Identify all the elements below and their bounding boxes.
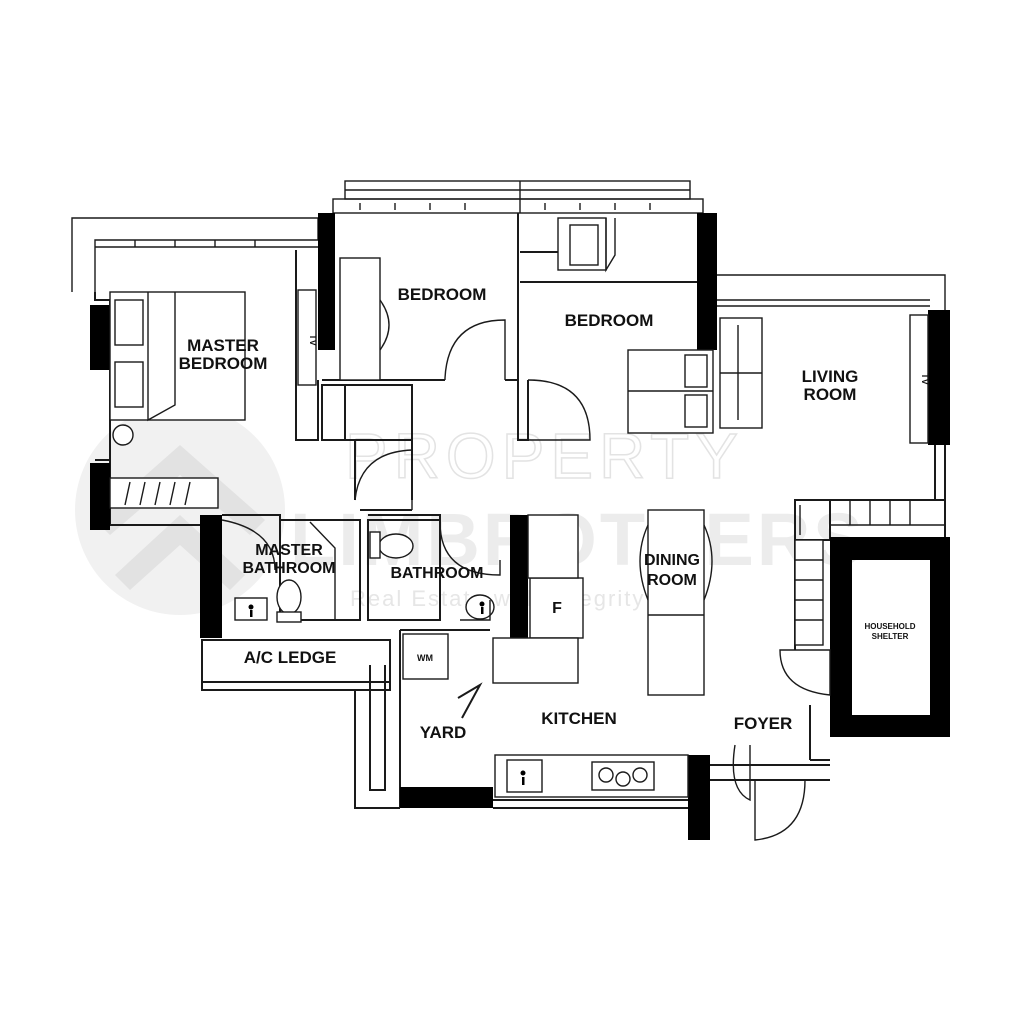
label-living-room-2: ROOM bbox=[804, 385, 857, 404]
watermark-tagline: Real Estate with Integrity bbox=[350, 586, 645, 611]
bathroom-toilet bbox=[378, 533, 414, 559]
label-household-shelter-2: SHELTER bbox=[872, 632, 909, 641]
label-bedroom-2: BEDROOM bbox=[565, 311, 654, 330]
dining-table bbox=[647, 509, 705, 696]
label-washing-machine: WM bbox=[417, 653, 433, 663]
bedroom1-door bbox=[444, 319, 506, 380]
bathroom-sink bbox=[465, 594, 495, 620]
label-tv-living: TV bbox=[920, 373, 930, 385]
doors bbox=[221, 319, 831, 841]
label-dining-room-2: ROOM bbox=[647, 572, 697, 589]
label-yard: YARD bbox=[420, 723, 467, 742]
label-master-bedroom-2: BEDROOM bbox=[179, 354, 268, 373]
label-bedroom-1: BEDROOM bbox=[398, 285, 487, 304]
label-master-bathroom-2: BATHROOM bbox=[242, 560, 335, 577]
main-door-right bbox=[754, 779, 806, 841]
master-nightstand-lamp bbox=[112, 424, 134, 446]
label-ac-ledge: A/C LEDGE bbox=[244, 648, 337, 667]
washing-machine bbox=[402, 633, 449, 680]
master-toilet bbox=[276, 579, 302, 615]
label-master-bathroom-1: MASTER bbox=[255, 542, 323, 559]
label-dining-room-1: DINING bbox=[644, 552, 700, 569]
master-wardrobe bbox=[109, 477, 219, 509]
kitchen-sink bbox=[506, 759, 543, 793]
furniture bbox=[109, 217, 945, 798]
room-labels: MASTER BEDROOM BEDROOM BEDROOM LIVING RO… bbox=[179, 285, 916, 742]
label-kitchen: KITCHEN bbox=[541, 709, 617, 728]
label-foyer: FOYER bbox=[734, 714, 793, 733]
label-household-shelter-1: HOUSEHOLD bbox=[864, 622, 915, 631]
structural-walls bbox=[90, 213, 950, 840]
window-strips bbox=[71, 180, 946, 310]
bedroom1-desk bbox=[339, 257, 381, 381]
label-bathroom: BATHROOM bbox=[390, 565, 483, 582]
main-door-left bbox=[732, 744, 751, 802]
bedroom2-door bbox=[527, 379, 591, 441]
fixture-labels: TV TV F WM bbox=[308, 334, 930, 663]
label-fridge: F bbox=[552, 600, 562, 617]
label-tv-master: TV bbox=[308, 334, 318, 346]
watermark: PROPERTY LIMBROTHERS Real Estate with In… bbox=[75, 405, 863, 615]
master-bath-door bbox=[221, 519, 276, 571]
label-master-bedroom-1: MASTER bbox=[187, 336, 259, 355]
bathroom-door bbox=[439, 521, 501, 576]
shelter-door bbox=[779, 649, 831, 696]
label-living-room-1: LIVING bbox=[802, 367, 859, 386]
corridor-door bbox=[354, 449, 413, 510]
